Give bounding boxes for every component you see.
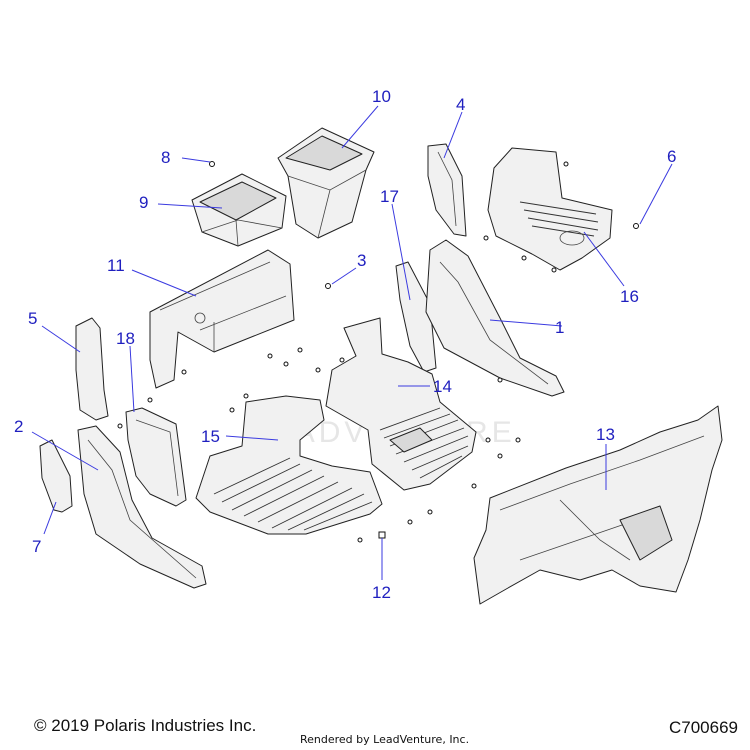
part-5-panel	[75, 317, 109, 421]
callout-8: 8	[161, 148, 170, 167]
callout-16: 16	[620, 287, 639, 306]
part-15-floor	[195, 395, 383, 535]
callout-14: 14	[433, 377, 452, 396]
diagram-code: C700669	[668, 718, 738, 737]
callout-7: 7	[32, 537, 41, 556]
callout-9: 9	[139, 193, 148, 212]
callout-12: 12	[372, 583, 391, 602]
part-11-panel	[149, 249, 295, 389]
part-6-fastener	[633, 223, 639, 229]
callout-17: 17	[380, 187, 399, 206]
copyright-text: © 2019 Polaris Industries Inc.	[34, 716, 257, 735]
part-17-pillar	[395, 261, 437, 373]
callout-4: 4	[456, 95, 465, 114]
part-13-firewall	[473, 405, 723, 605]
part-18-panel	[125, 407, 187, 507]
part-16-console	[487, 147, 613, 271]
callout-11: 11	[107, 256, 125, 275]
callout-2: 2	[14, 417, 23, 436]
part-7-trim	[39, 439, 73, 513]
part-14-floor	[325, 317, 477, 491]
part-12-fastener	[378, 531, 386, 539]
part-3-fastener	[325, 283, 331, 289]
callout-6: 6	[667, 147, 676, 166]
leader-lines	[31, 105, 673, 580]
callout-1: 1	[555, 318, 564, 337]
part-2-side-rail	[77, 425, 207, 589]
callout-10: 10	[372, 87, 391, 106]
part-10-storage-bin	[277, 127, 375, 239]
rendered-by-text: Rendered by LeadVenture, Inc.	[300, 733, 470, 746]
part-1-side-rail	[425, 239, 565, 397]
part-4-pillar	[427, 143, 467, 237]
callout-13: 13	[596, 425, 615, 444]
part-8-fastener	[209, 161, 215, 167]
part-9-tray	[191, 173, 287, 247]
callout-15: 15	[201, 427, 220, 446]
callout-3: 3	[357, 251, 366, 270]
callout-5: 5	[28, 309, 37, 328]
callout-labels: 1 2 3 4 5 6 7 8 9 10 11 12 13 14 15 16 1…	[14, 87, 676, 602]
hardware-fasteners	[117, 161, 569, 543]
callout-18: 18	[116, 329, 135, 348]
